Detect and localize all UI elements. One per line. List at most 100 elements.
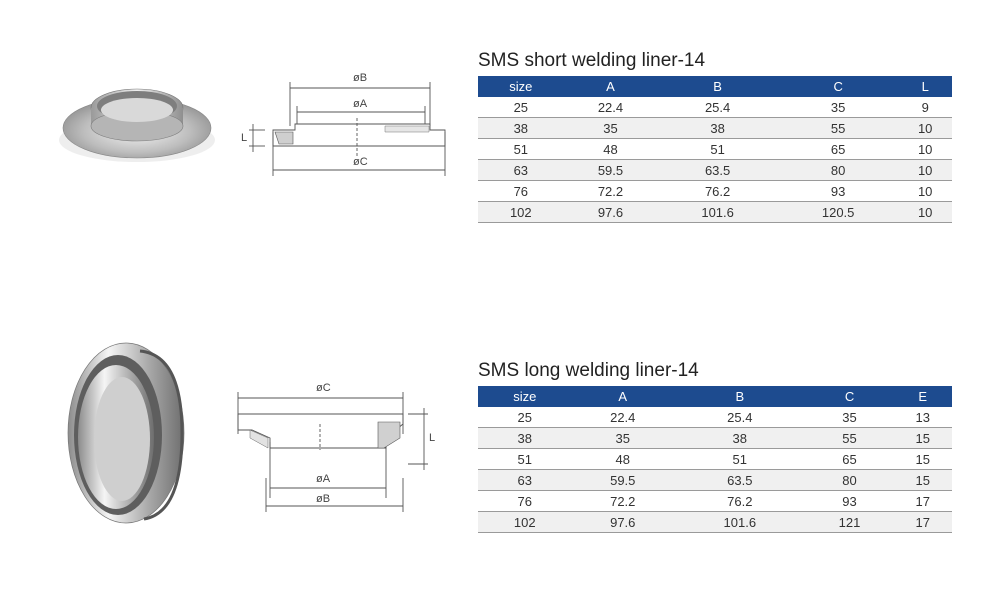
table-cell: 35 bbox=[571, 427, 674, 449]
dim-label-b: øB bbox=[353, 72, 367, 84]
short-liner-photo bbox=[59, 88, 215, 162]
table-cell: 38 bbox=[657, 117, 778, 139]
table-cell: 102 bbox=[478, 201, 564, 223]
table-cell: 48 bbox=[563, 138, 658, 160]
table-cell: 55 bbox=[805, 427, 894, 449]
column-header: A bbox=[571, 386, 674, 407]
table-cell: 35 bbox=[563, 117, 658, 139]
column-header: B bbox=[657, 76, 778, 97]
table-cell: 51 bbox=[657, 138, 778, 160]
table-cell: 22.4 bbox=[571, 407, 674, 428]
table-cell: 25 bbox=[478, 97, 564, 118]
table-cell: 15 bbox=[893, 427, 952, 449]
dim-label-a: øA bbox=[353, 98, 368, 110]
table-cell: 63.5 bbox=[657, 159, 778, 181]
column-header: C bbox=[805, 386, 894, 407]
dim-label-a: øA bbox=[316, 473, 331, 485]
table-cell: 97.6 bbox=[571, 511, 674, 533]
table-cell: 63.5 bbox=[673, 469, 806, 491]
table-cell: 9 bbox=[898, 97, 952, 118]
column-header: C bbox=[777, 76, 899, 97]
column-header: A bbox=[563, 76, 658, 97]
table-cell: 10 bbox=[898, 159, 952, 181]
table-cell: 121 bbox=[805, 511, 894, 533]
dim-label-l: L bbox=[429, 432, 435, 444]
dim-label-l: L bbox=[241, 132, 247, 144]
table-cell: 38 bbox=[478, 117, 564, 139]
section-title-long: SMS long welding liner-14 bbox=[478, 360, 699, 381]
table-cell: 48 bbox=[571, 448, 674, 470]
column-header: size bbox=[478, 76, 564, 97]
table-cell: 80 bbox=[805, 469, 894, 491]
table-cell: 55 bbox=[777, 117, 899, 139]
short-liner-drawing: øB øA øC L bbox=[241, 72, 446, 176]
table-cell: 76 bbox=[478, 180, 564, 202]
table-cell: 38 bbox=[478, 427, 572, 449]
table-cell: 120.5 bbox=[777, 201, 899, 223]
table-cell: 22.4 bbox=[563, 97, 658, 118]
table-cell: 93 bbox=[777, 180, 899, 202]
table-cell: 10 bbox=[898, 117, 952, 139]
section-title-short: SMS short welding liner-14 bbox=[478, 50, 706, 71]
table-cell: 25.4 bbox=[657, 97, 778, 118]
table-cell: 76 bbox=[478, 490, 572, 512]
table-cell: 25 bbox=[478, 407, 572, 428]
column-header: size bbox=[478, 386, 572, 407]
table-cell: 101.6 bbox=[673, 511, 806, 533]
table-cell: 97.6 bbox=[563, 201, 658, 223]
dim-label-c: øC bbox=[316, 382, 331, 394]
table-cell: 80 bbox=[777, 159, 899, 181]
column-header: L bbox=[898, 76, 952, 97]
table-cell: 51 bbox=[478, 138, 564, 160]
table-cell: 72.2 bbox=[563, 180, 658, 202]
table-cell: 35 bbox=[805, 407, 894, 428]
dim-label-c: øC bbox=[353, 156, 368, 168]
table-cell: 76.2 bbox=[657, 180, 778, 202]
table-cell: 17 bbox=[893, 490, 952, 512]
table-cell: 13 bbox=[893, 407, 952, 428]
table-cell: 65 bbox=[805, 448, 894, 470]
table-cell: 59.5 bbox=[563, 159, 658, 181]
table-cell: 17 bbox=[893, 511, 952, 533]
column-header: E bbox=[893, 386, 952, 407]
table-cell: 102 bbox=[478, 511, 572, 533]
column-header: B bbox=[673, 386, 806, 407]
table-cell: 10 bbox=[898, 180, 952, 202]
table-cell: 38 bbox=[673, 427, 806, 449]
table-cell: 35 bbox=[777, 97, 899, 118]
table-cell: 76.2 bbox=[673, 490, 806, 512]
table-cell: 65 bbox=[777, 138, 899, 160]
table-cell: 10 bbox=[898, 138, 952, 160]
long-liner-photo bbox=[67, 342, 185, 524]
long-liner-drawing: øC øA øB L bbox=[237, 382, 435, 512]
table-cell: 15 bbox=[893, 448, 952, 470]
table-cell: 63 bbox=[478, 159, 564, 181]
table-cell: 15 bbox=[893, 469, 952, 491]
table-cell: 93 bbox=[805, 490, 894, 512]
table-cell: 72.2 bbox=[571, 490, 674, 512]
table-cell: 101.6 bbox=[657, 201, 778, 223]
table-cell: 59.5 bbox=[571, 469, 674, 491]
table-cell: 25.4 bbox=[673, 407, 806, 428]
table-cell: 51 bbox=[673, 448, 806, 470]
table-cell: 51 bbox=[478, 448, 572, 470]
table-cell: 63 bbox=[478, 469, 572, 491]
table-cell: 10 bbox=[898, 201, 952, 223]
dim-label-b: øB bbox=[316, 493, 330, 505]
